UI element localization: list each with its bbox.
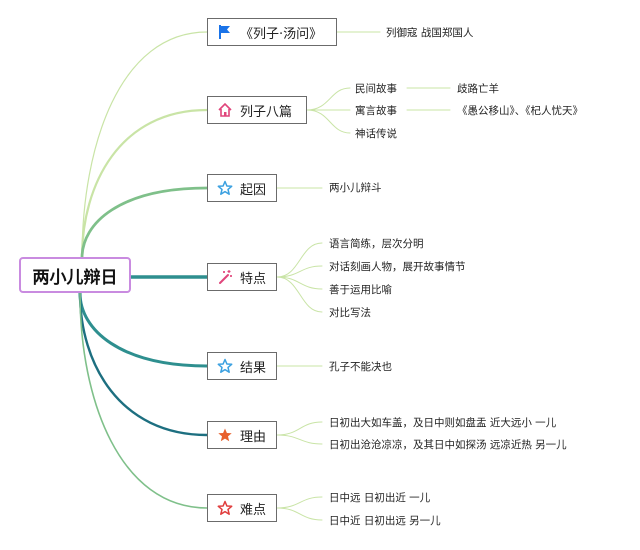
leaf-text: 对比写法 — [329, 307, 371, 319]
star-outline-icon — [216, 357, 234, 375]
branch-node-nandian[interactable]: 难点 — [207, 494, 277, 522]
leaf-text: 善于运用比喻 — [329, 284, 392, 296]
branch-node-liezi-tangwen[interactable]: 《列子·汤问》 — [207, 18, 337, 46]
branch-node-tedian[interactable]: 特点 — [207, 263, 277, 291]
leaf-connector — [306, 87, 351, 111]
branch-label: 《列子·汤问》 — [240, 26, 323, 42]
leaf-text: 语言简练，层次分明 — [329, 238, 424, 250]
leaf-text: 寓言故事 — [355, 105, 397, 117]
leaf-text: 列御寇 战国郑国人 — [386, 27, 474, 39]
branch-label: 难点 — [240, 502, 267, 518]
leaf-text: 神话传说 — [355, 128, 397, 140]
magic-wand-icon — [216, 268, 234, 286]
branch-connector — [79, 292, 208, 509]
branch-label: 理由 — [240, 429, 267, 445]
leaf-text: 对话刻画人物，展开故事情节 — [329, 261, 466, 273]
branch-node-liezi-bapian[interactable]: 列子八篇 — [207, 96, 307, 124]
branch-connector — [78, 291, 209, 437]
branch-node-liyou[interactable]: 理由 — [207, 421, 277, 449]
branch-connector — [80, 108, 209, 260]
leaf-text: 民间故事 — [355, 83, 397, 95]
star-filled-icon — [216, 426, 234, 444]
leaf-text: 日初出沧沧凉凉，及其日中如探汤 远凉近热 另一儿 — [329, 439, 567, 451]
leaf-connector — [306, 109, 351, 134]
leaf-connector — [276, 496, 323, 509]
leaf-connector — [276, 276, 323, 313]
branch-connector — [80, 186, 209, 260]
root-node[interactable]: 两小儿辩日 — [19, 257, 131, 293]
leaf-text: 两小儿辩斗 — [329, 182, 382, 194]
branch-node-jieguo[interactable]: 结果 — [207, 352, 277, 380]
branch-label: 列子八篇 — [240, 104, 293, 120]
branch-connector — [78, 291, 209, 368]
house-icon — [216, 101, 234, 119]
flag-icon — [216, 23, 234, 41]
branch-node-qiyin[interactable]: 起因 — [207, 174, 277, 202]
leaf-connector — [276, 265, 323, 278]
leaf-subtext: 《愚公移山》、《杞人忧天》 — [457, 105, 583, 117]
leaf-text: 日中近 日初出远 另一儿 — [329, 515, 441, 527]
leaf-text: 日中远 日初出近 一儿 — [329, 492, 431, 504]
star-red-outline-icon — [216, 499, 234, 517]
leaf-connector — [276, 242, 323, 278]
leaf-connector — [276, 276, 323, 290]
leaf-subtext: 歧路亡羊 — [457, 83, 499, 95]
leaf-connector — [276, 434, 323, 445]
branch-label: 特点 — [240, 271, 267, 287]
leaf-text: 日初出大如车盖，及日中则如盘盂 近大远小 一儿 — [329, 417, 557, 429]
branch-label: 结果 — [240, 360, 267, 376]
leaf-connector — [276, 421, 323, 436]
branch-connector — [81, 31, 208, 259]
branch-label: 起因 — [240, 182, 267, 198]
leaf-text: 孔子不能决也 — [329, 361, 392, 373]
star-outline-icon — [216, 179, 234, 197]
leaf-connector — [276, 507, 323, 521]
